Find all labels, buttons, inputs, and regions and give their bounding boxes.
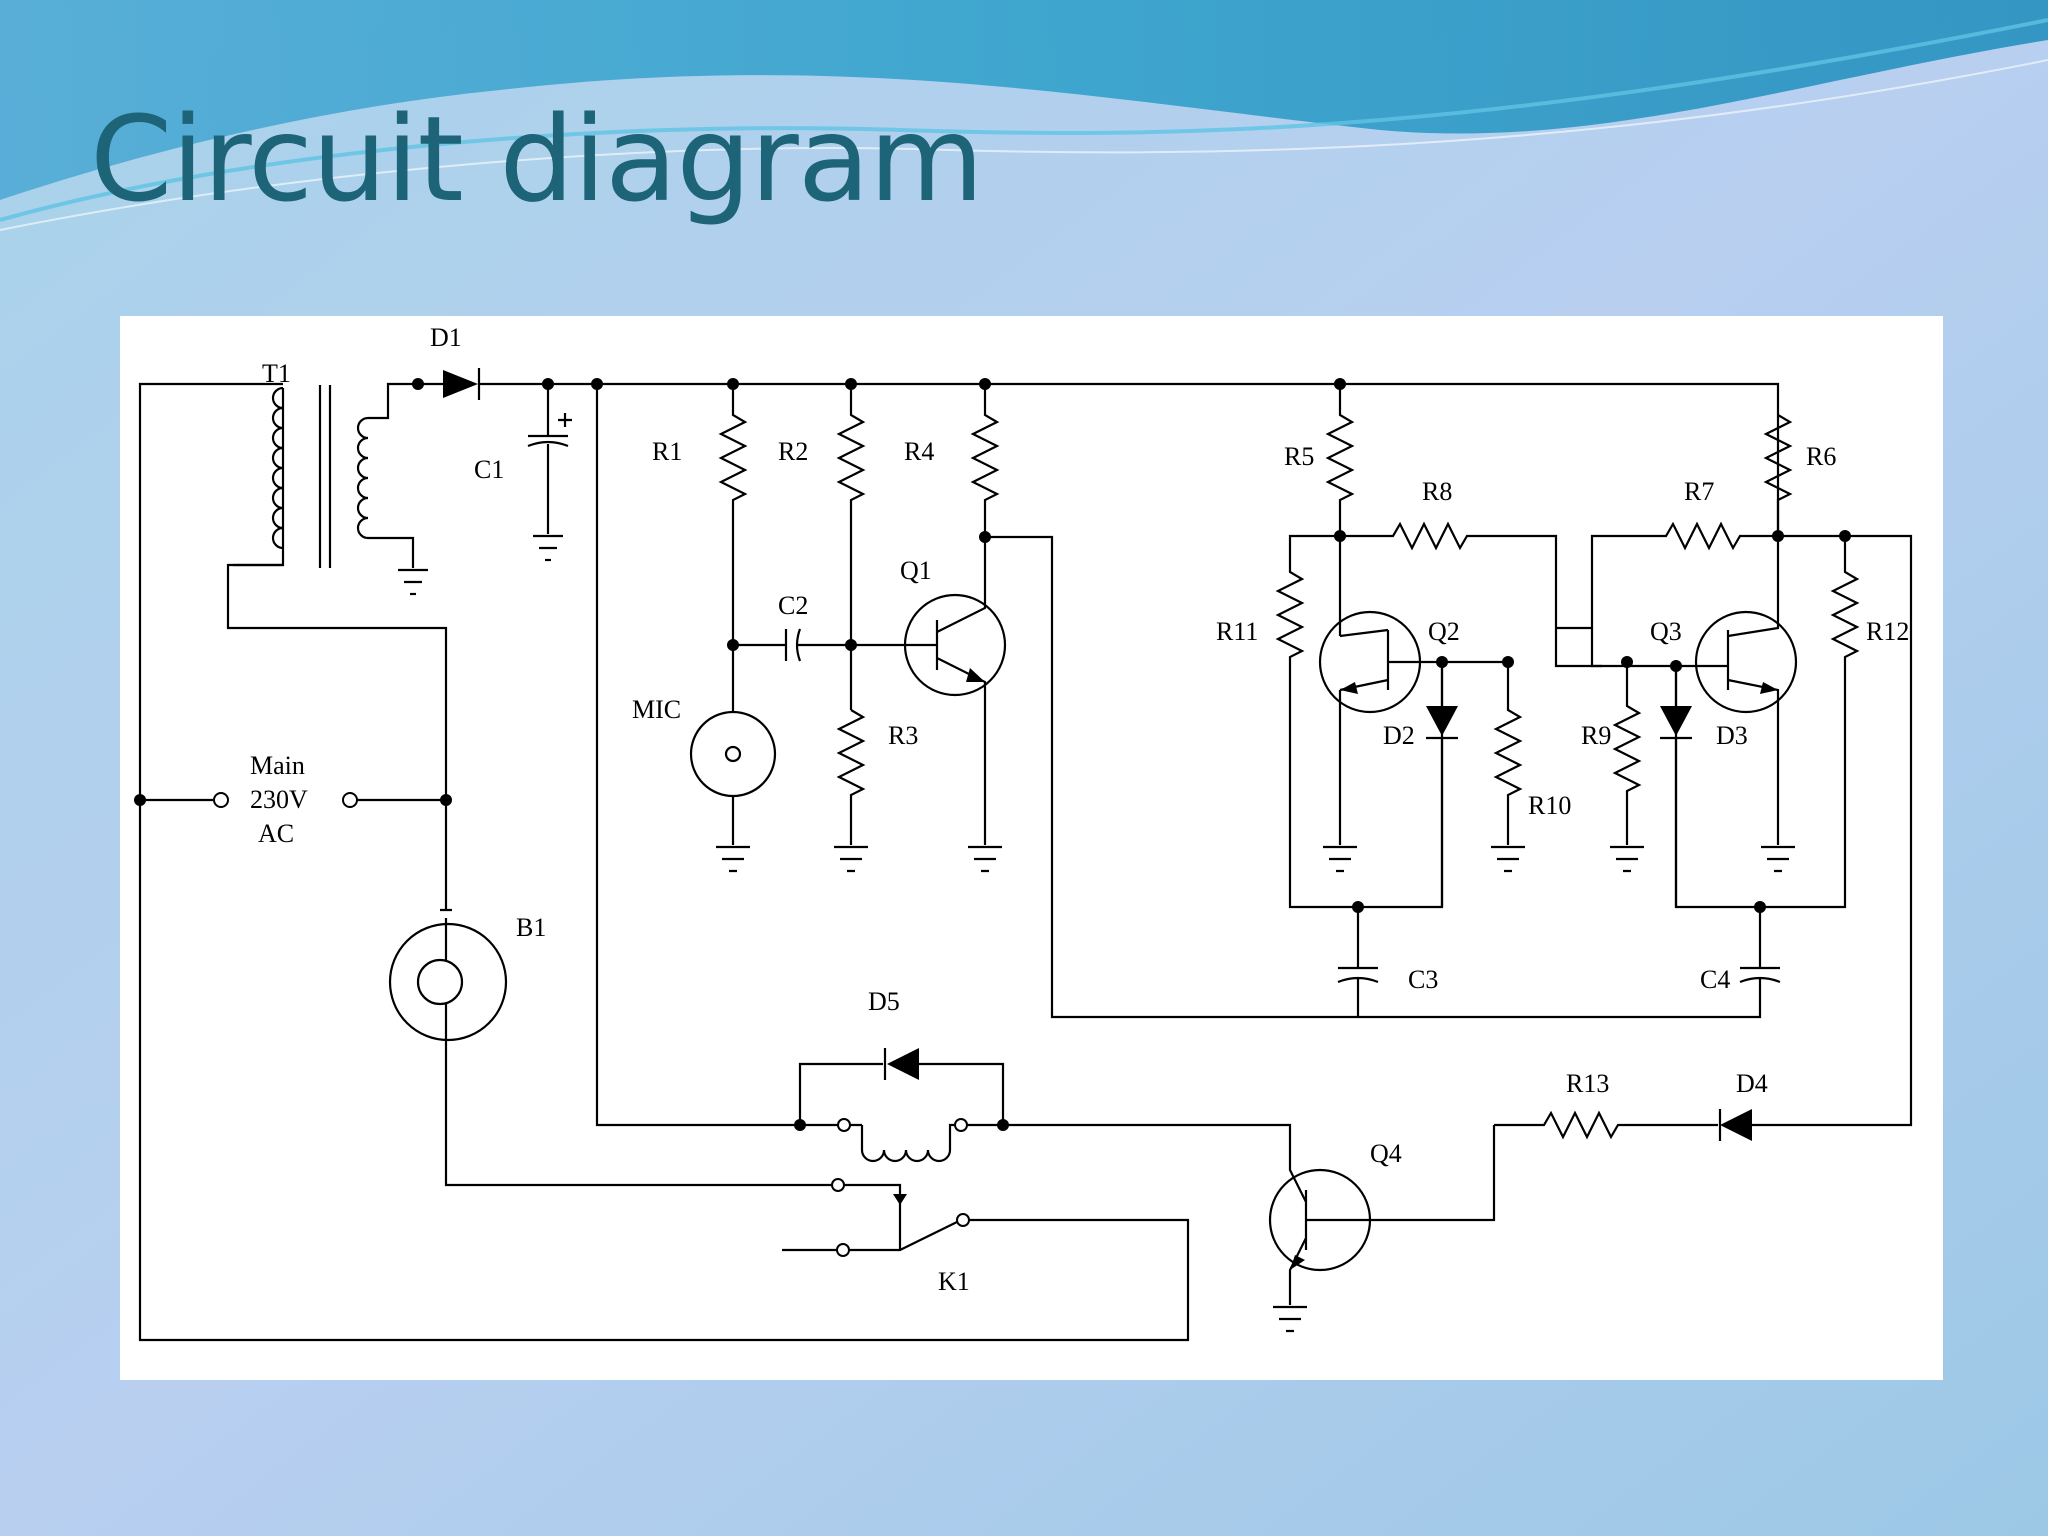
label-b1: B1 [516, 913, 546, 942]
diode-d4 [1718, 1109, 1820, 1141]
label-r6: R6 [1806, 442, 1836, 471]
resistor-r8 [1340, 521, 1602, 668]
transistor-q4 [1268, 1125, 1496, 1333]
label-d2: D2 [1383, 721, 1415, 750]
transistor-q1 [851, 537, 1007, 845]
transistor-q2 [1318, 536, 1442, 845]
resistor-r6 [1763, 414, 1793, 536]
microphone-mic [689, 645, 777, 845]
label-r4: R4 [904, 437, 934, 466]
label-r10: R10 [1528, 791, 1571, 820]
mains-terminal [134, 792, 452, 808]
resistor-r13 [1494, 1110, 1718, 1140]
diode-d1 [412, 368, 1780, 535]
relay-coil [794, 1118, 1292, 1163]
label-r3: R3 [888, 721, 918, 750]
label-c1: C1 [474, 455, 504, 484]
ground-flipflop [1323, 845, 1795, 873]
label-r2: R2 [778, 437, 808, 466]
resistor-r4 [970, 378, 1000, 537]
transistor-q3 [1590, 536, 1798, 845]
transformer-t1 [233, 382, 428, 596]
resistor-r1 [718, 378, 748, 645]
label-r9: R9 [1581, 721, 1611, 750]
label-r11: R11 [1216, 617, 1258, 646]
label-c3: C3 [1408, 965, 1438, 994]
label-main: Main [250, 751, 305, 780]
label-d5: D5 [868, 987, 900, 1016]
label-q1: Q1 [900, 556, 932, 585]
label-r8: R8 [1422, 477, 1452, 506]
label-c4: C4 [1700, 965, 1730, 994]
label-q4: Q4 [1370, 1139, 1402, 1168]
resistor-r2 [836, 378, 866, 710]
label-r1: R1 [652, 437, 682, 466]
label-k1: K1 [938, 1267, 970, 1296]
relay-switch-k1 [782, 1178, 970, 1257]
label-q3: Q3 [1650, 617, 1682, 646]
bulb-b1 [388, 800, 832, 1187]
resistor-r10 [1442, 656, 1523, 845]
capacitor-c3 [1337, 901, 1379, 1017]
label-d3: D3 [1716, 721, 1748, 750]
resistor-r11 [1275, 534, 1444, 909]
slide-title: Circuit diagram [90, 90, 984, 228]
label-r12: R12 [1866, 617, 1909, 646]
label-mic: MIC [632, 695, 681, 724]
resistor-r3 [836, 709, 866, 845]
label-r13: R13 [1566, 1069, 1609, 1098]
circuit-diagram: T1 Main 230V AC B1 D1 C1 [120, 316, 1943, 1380]
label-c2: C2 [778, 591, 808, 620]
label-q2: Q2 [1428, 617, 1460, 646]
diode-d5 [798, 1048, 1005, 1125]
capacitor-c4 [1358, 901, 1781, 1019]
label-ac: AC [258, 819, 294, 848]
ground-preamp [716, 845, 1002, 873]
label-230v: 230V [250, 785, 308, 814]
capacitor-c1 [527, 378, 572, 562]
label-r5: R5 [1284, 442, 1314, 471]
label-d4: D4 [1736, 1069, 1768, 1098]
resistor-r12 [1674, 536, 1860, 909]
resistor-r5 [1325, 378, 1355, 536]
label-r7: R7 [1684, 477, 1714, 506]
resistor-r7 [1556, 521, 1778, 630]
label-d1: D1 [430, 323, 462, 352]
